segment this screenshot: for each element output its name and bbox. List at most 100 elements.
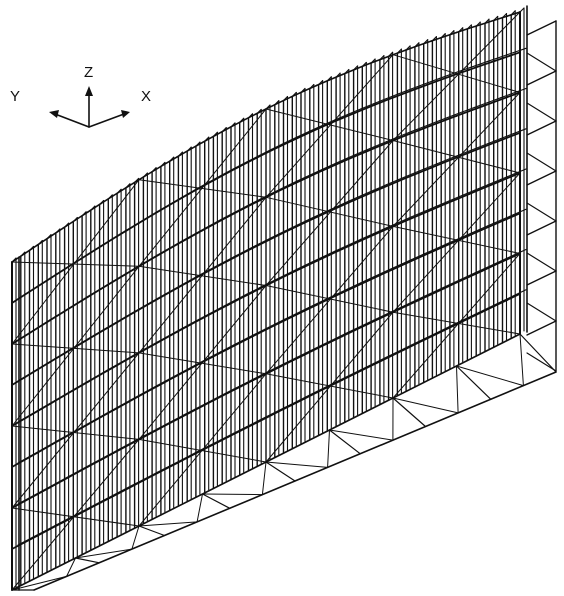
girder-line [411,253,425,261]
truss-diagonal [327,429,330,468]
brace-diagonal [265,285,394,313]
girder-line [265,234,280,243]
girder-line [322,337,337,346]
stiffener-cap [55,228,61,234]
z-arrowhead-icon [85,86,93,96]
girder-line [379,311,394,320]
stiffener-cap [379,55,385,61]
girder-line [373,227,387,235]
brace-diagonal [265,54,394,198]
girder-line [360,362,375,371]
girder-line [309,344,324,352]
stiffener-cap [326,76,332,82]
brace-diagonal [265,225,394,375]
stiffener-cap [230,122,236,128]
stiffener-cap [142,172,148,178]
girder-line [461,272,476,280]
girder-line [265,322,280,331]
brace-diagonal [392,54,521,93]
brace-diagonal [11,261,140,267]
stiffener-cap [414,42,420,48]
girder-line [271,142,286,150]
girder-line [239,290,255,300]
girder-line [284,312,298,320]
stiffener-cap [493,15,499,21]
girder-line [423,205,438,212]
x-arrowhead-icon [121,110,130,118]
girder-line [373,356,387,365]
girder-line [334,288,349,296]
girder-line [138,475,153,484]
girder-line [252,328,267,337]
girder-line [214,392,229,401]
girder-line [277,183,293,192]
girder-line [404,256,420,265]
girder-line [385,178,400,186]
stiffener-cap [151,167,157,173]
girder-line [423,247,438,255]
girder-line [150,294,166,304]
girder-line [303,347,318,356]
girder-line [506,212,521,220]
girder-line [417,82,433,89]
girder-line [423,289,438,297]
truss-diagonal [138,521,198,527]
truss-post [201,493,231,509]
girder-line [449,69,464,76]
girder-line [360,103,375,110]
brace-diagonal [138,352,267,375]
girder-line [296,218,311,226]
stiffener-cap [440,33,446,39]
girder-line [87,458,102,468]
girder-line [474,184,489,191]
truss-diagonal [202,493,263,496]
girder-line [309,124,324,132]
girder-line [436,116,451,123]
girder-line [487,138,502,145]
stiffener-cap [186,146,192,152]
girder-line [392,262,407,271]
girder-line [436,74,451,80]
girder-line [512,289,527,297]
girder-line [373,184,387,191]
stiffener-cap [107,194,113,200]
girder-line [506,91,521,98]
end-bracket [526,352,557,372]
girder-line [366,230,382,239]
girder-line [417,209,433,217]
girder-line [11,541,26,550]
girder-line [322,250,337,258]
girder-line [226,429,242,439]
stiffener-cap [99,199,105,206]
girder-line [303,172,318,180]
girder-line [455,193,471,201]
truss-post [328,429,361,455]
end-bracket [526,102,557,122]
girder-line [125,351,140,361]
stiffener-cap [20,251,26,257]
girder-line [379,182,394,190]
girder-line [258,192,273,201]
brace-diagonal [265,140,394,286]
girder-line [296,306,311,314]
girder-line [277,228,293,237]
girder-line [201,222,217,232]
girder-line [480,305,496,314]
girder-line [188,229,204,239]
girder-line [417,293,433,302]
girder-line [360,319,375,327]
girder-line [442,323,458,332]
girder-line [404,299,420,308]
girder-line [480,182,496,190]
brace-diagonal [11,352,140,509]
brace-diagonal [138,373,267,527]
girder-line [442,73,458,80]
girder-line [226,165,242,174]
girder-line [61,472,77,482]
girder-line [436,325,451,334]
girder-line [322,162,337,170]
end-bracket [526,202,557,222]
girder-line [392,305,407,314]
brace-diagonal [138,285,267,440]
girder-line [138,344,153,354]
